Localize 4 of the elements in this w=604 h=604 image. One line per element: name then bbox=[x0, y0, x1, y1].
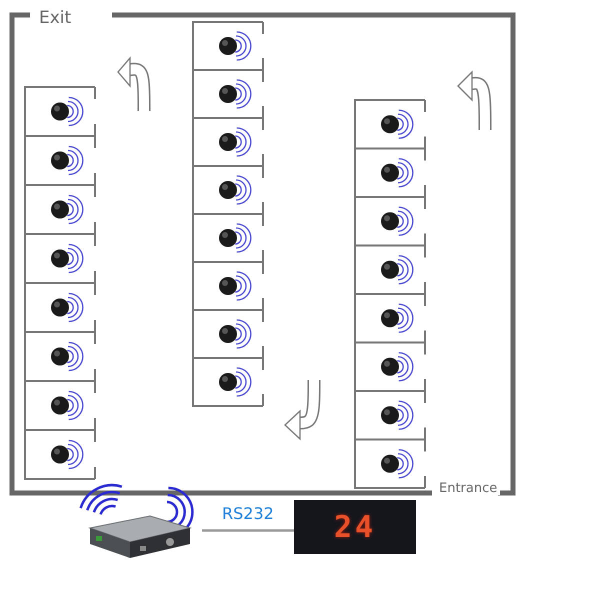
led-digits: 24 bbox=[334, 510, 376, 544]
led-display bbox=[294, 500, 416, 554]
edge-label: RS232 bbox=[222, 506, 274, 522]
cable-line bbox=[202, 529, 294, 532]
